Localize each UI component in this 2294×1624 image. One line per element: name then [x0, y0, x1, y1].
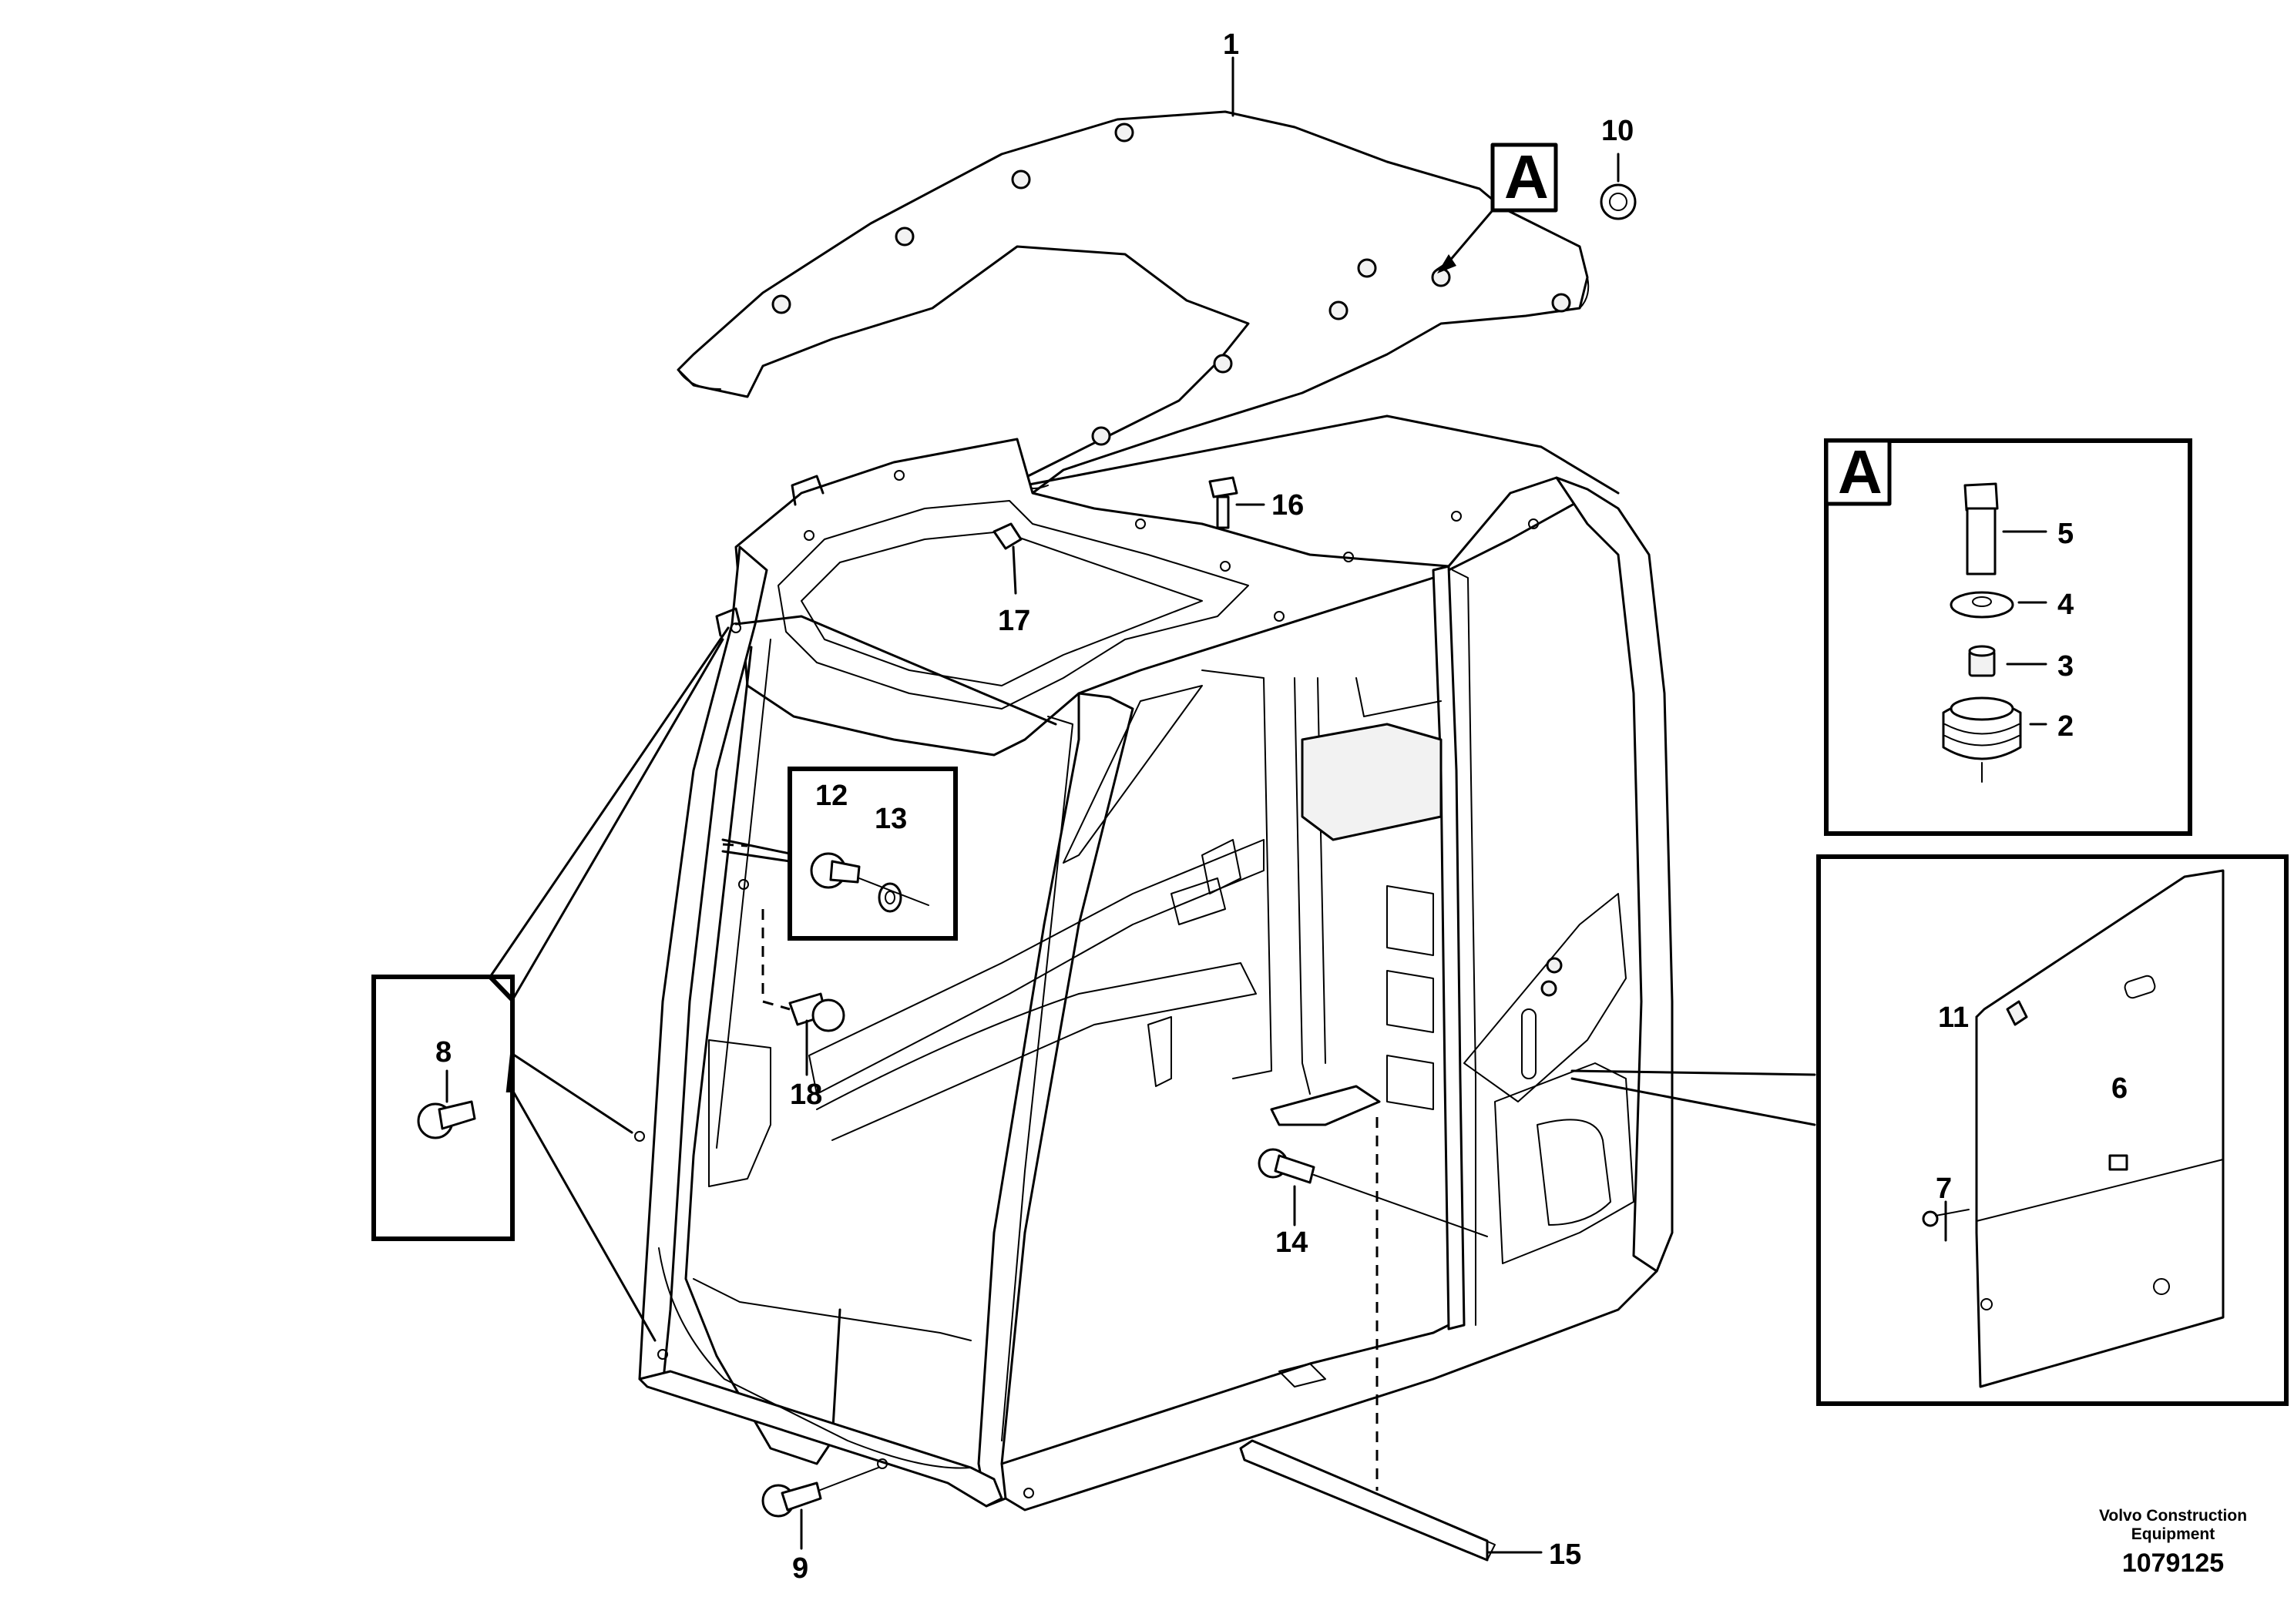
bolt-18 — [761, 909, 845, 1076]
detail-box-12-13 — [788, 767, 958, 941]
callout-15: 15 — [1549, 1538, 1581, 1571]
footer: Volvo Construction Equipment 1079125 — [2099, 1507, 2247, 1578]
drawing-number: 1079125 — [2122, 1549, 2224, 1578]
detail-a-panel: A — [1824, 438, 2192, 836]
bolt-16 — [1208, 476, 1265, 529]
bolt-9 — [761, 1467, 879, 1550]
callout-numbers: 1 2 3 4 5 6 7 8 9 10 11 12 13 14 15 16 1… — [435, 29, 2128, 1585]
callout-11: 11 — [1938, 1002, 1969, 1034]
callout-4: 4 — [2057, 589, 2074, 621]
callout-12: 12 — [815, 780, 848, 812]
callout-8: 8 — [435, 1036, 452, 1069]
callout-17: 17 — [998, 605, 1030, 637]
detail-a-marker: A — [1490, 143, 1558, 213]
bolt-17 — [992, 522, 1023, 595]
callout-6: 6 — [2111, 1072, 2128, 1105]
detail-side-panel — [1816, 854, 2289, 1406]
roof-panel — [677, 110, 1590, 495]
roof-grommets — [771, 122, 1571, 446]
seal-strip-15 — [1239, 1117, 1543, 1562]
detail-marker-letter: A — [1504, 143, 1549, 211]
callout-3: 3 — [2057, 650, 2074, 683]
bolt-14 — [1258, 1148, 1488, 1237]
callout-14: 14 — [1275, 1226, 1308, 1259]
callout-13: 13 — [875, 803, 907, 835]
brand-line-2: Equipment — [2131, 1525, 2215, 1543]
detail-box-8-frame — [371, 975, 515, 1241]
bolt-8 — [417, 1069, 476, 1139]
callout-9: 9 — [792, 1552, 808, 1585]
callout-16: 16 — [1271, 489, 1304, 522]
leader-lines — [489, 56, 2122, 1342]
callout-18: 18 — [790, 1079, 822, 1111]
callout-10: 10 — [1601, 115, 1634, 147]
bolt-12-washer-13 — [810, 852, 929, 913]
grommet-10 — [1600, 153, 1637, 220]
frame-bolt-holes — [634, 470, 1539, 1498]
callout-5: 5 — [2057, 518, 2074, 550]
detail-a-box-label: A — [1838, 438, 1883, 506]
callout-2: 2 — [2057, 710, 2074, 743]
callout-7: 7 — [1936, 1173, 1952, 1205]
brand-line-1: Volvo Construction — [2099, 1507, 2247, 1525]
cab-frame — [634, 414, 1674, 1512]
callout-1: 1 — [1223, 29, 1239, 61]
